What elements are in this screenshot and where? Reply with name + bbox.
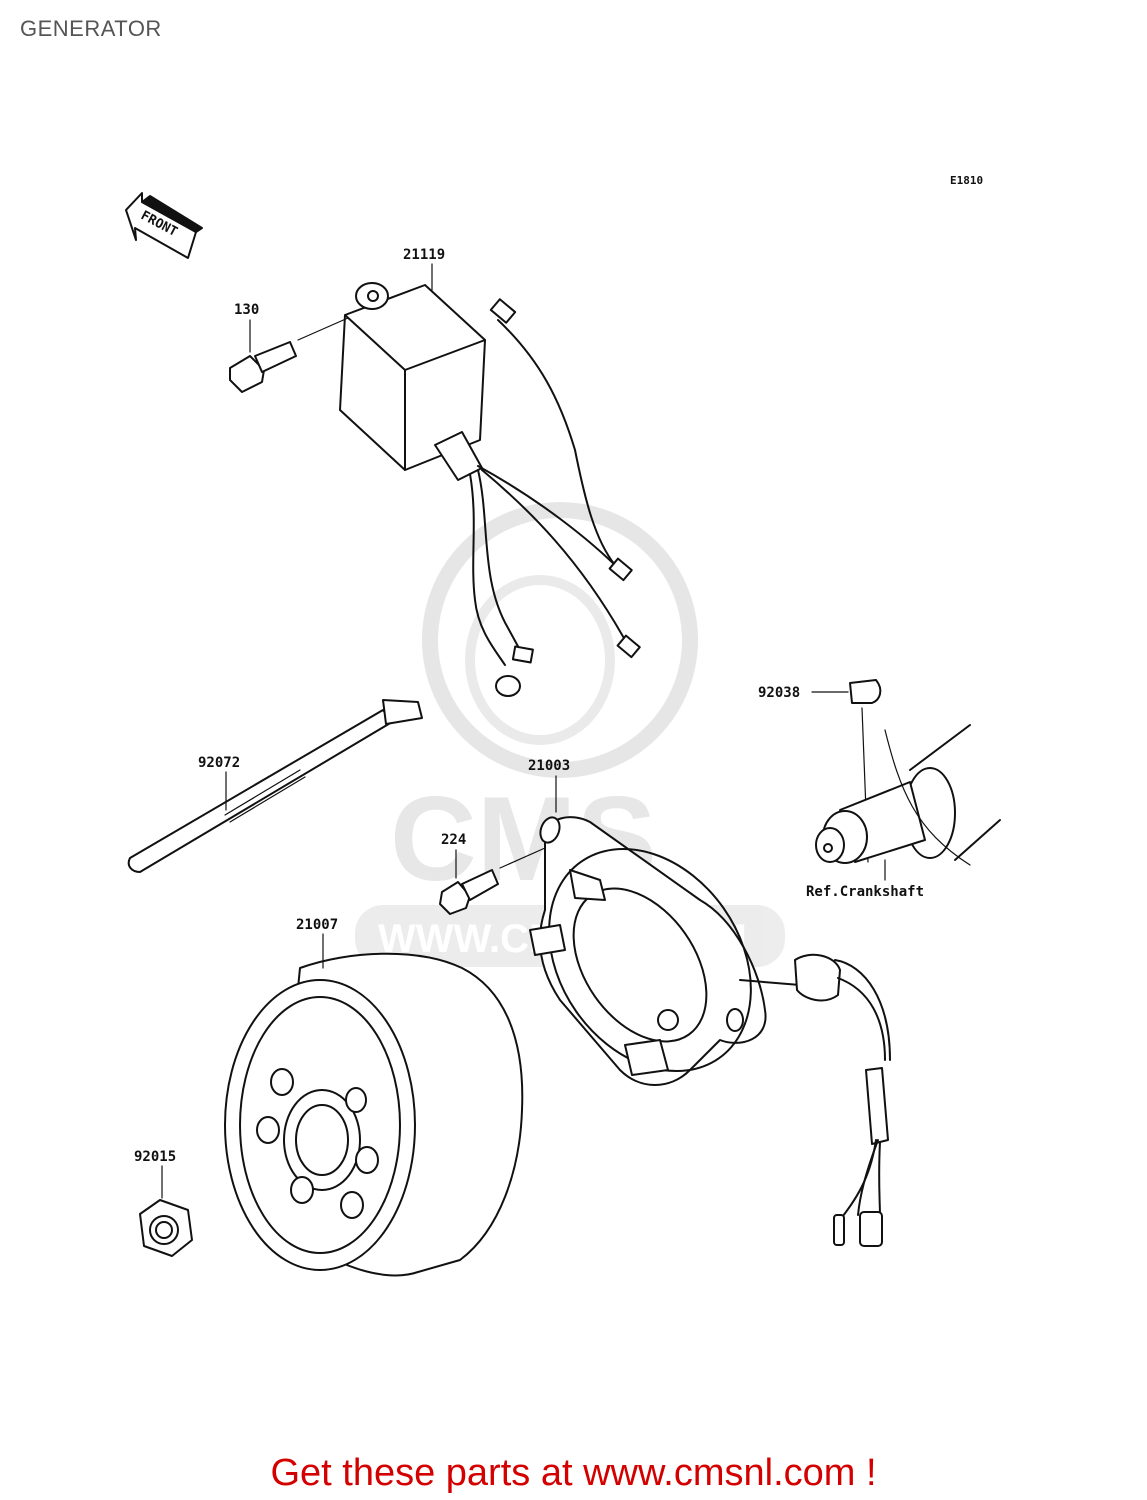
- page-title: GENERATOR: [20, 16, 162, 41]
- connector-lead: [833, 1067, 889, 1247]
- diagram-code: E1810: [950, 174, 983, 187]
- crankshaft-reference: Ref.Crankshaft: [806, 724, 1001, 900]
- reference-label: Ref.Crankshaft: [806, 884, 924, 900]
- part-label-130: 130: [234, 302, 259, 318]
- screw-224: 224: [439, 832, 546, 915]
- flywheel-21007: 21007: [224, 917, 524, 1277]
- part-label-224: 224: [441, 832, 466, 848]
- cable-tie-92072: 92072: [127, 699, 423, 873]
- part-label-92038: 92038: [758, 685, 800, 701]
- part-label-21003: 21003: [528, 758, 570, 774]
- stator-21003: 21003: [528, 758, 891, 1086]
- cdi-unit-21119: 21119: [339, 247, 641, 697]
- woodruff-key-92038: 92038: [758, 679, 882, 863]
- part-label-92015: 92015: [134, 1149, 176, 1165]
- part-label-92072: 92072: [198, 755, 240, 771]
- nut-92015: 92015: [134, 1149, 193, 1257]
- footer-cta[interactable]: Get these parts at www.cmsnl.com !: [270, 1452, 877, 1494]
- bolt-130: 130: [229, 302, 349, 393]
- part-label-21119: 21119: [403, 247, 445, 263]
- front-arrow-icon: FRONT: [125, 192, 203, 259]
- part-label-21007: 21007: [296, 917, 338, 933]
